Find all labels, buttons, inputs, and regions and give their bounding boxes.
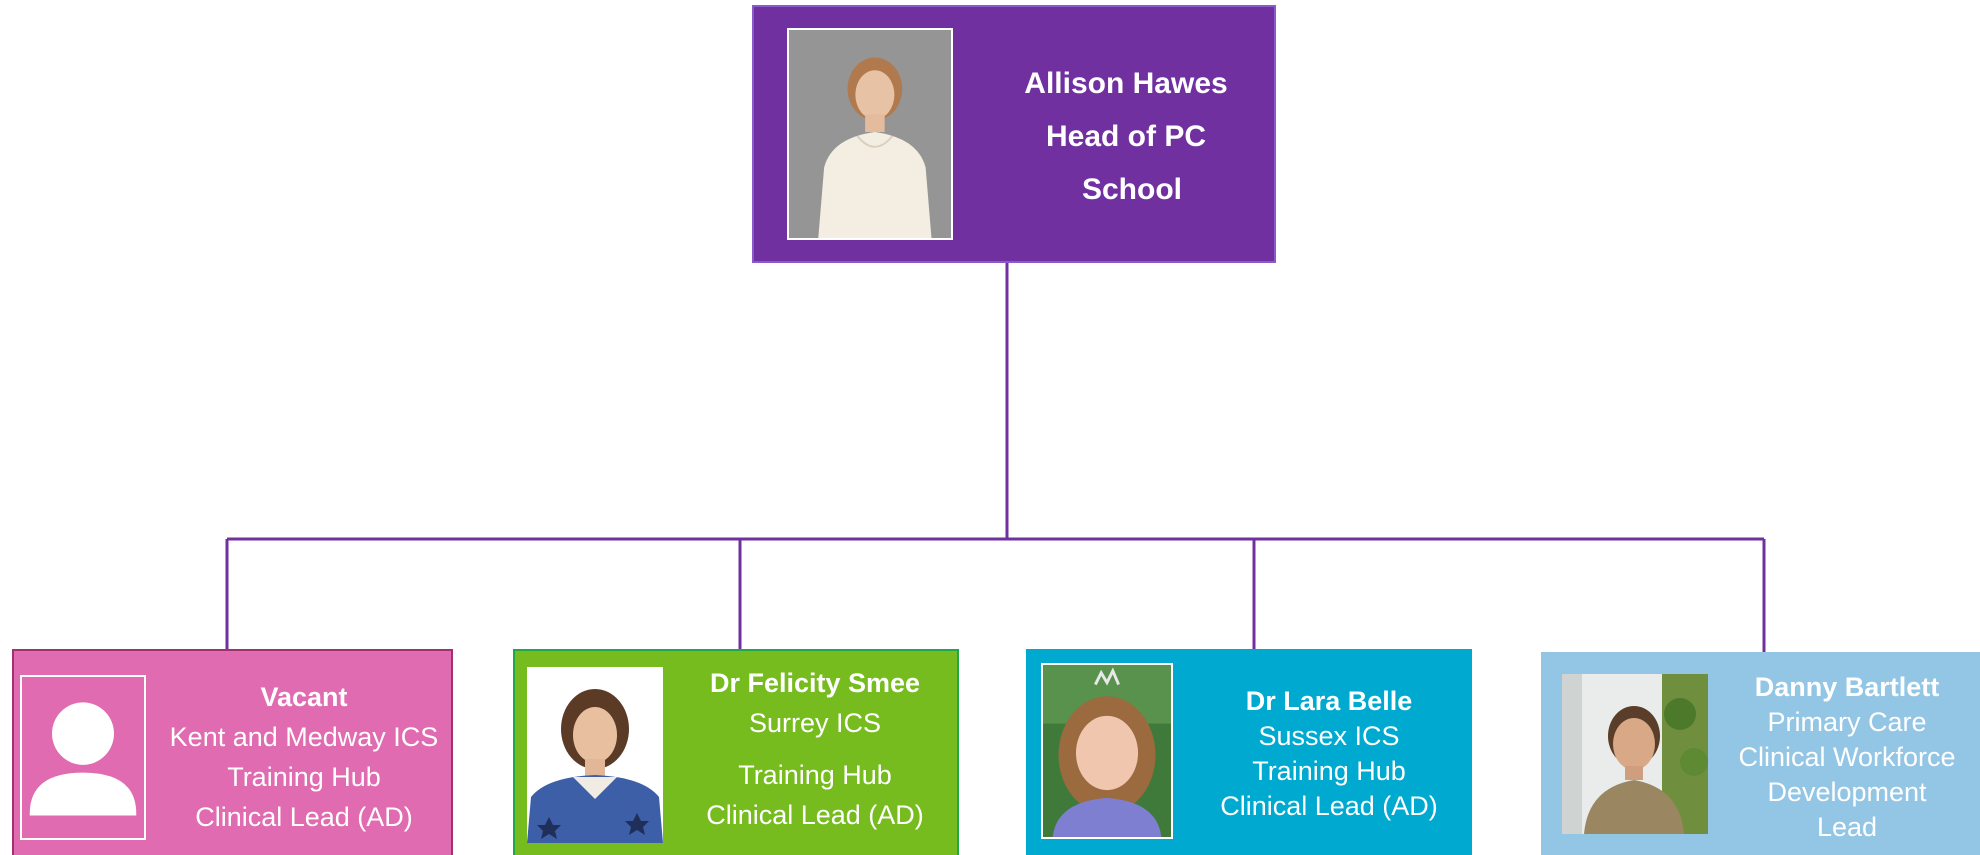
sussex-line-2: Training Hub [1252, 756, 1406, 786]
head-name: Allison Hawes [1024, 67, 1228, 100]
kent-name: Vacant [260, 682, 348, 712]
surrey-line-1: Surrey ICS [748, 708, 882, 738]
danny-text: Danny Bartlett Primary Care Clinical Wor… [1722, 670, 1972, 845]
kent-text: Vacant Kent and Medway ICS Training Hub … [144, 677, 464, 837]
danny-photo [1562, 674, 1708, 834]
danny-name: Danny Bartlett [1754, 672, 1940, 702]
report-card-kent: Vacant Kent and Medway ICS Training Hub … [12, 649, 453, 855]
surrey-name: Dr Felicity Smee [709, 668, 921, 698]
danny-line-3: Development [1767, 777, 1927, 807]
surrey-line-3: Clinical Lead (AD) [706, 800, 924, 830]
sussex-line-1: Sussex ICS [1258, 721, 1400, 751]
danny-line-1: Primary Care [1767, 707, 1927, 737]
danny-line-4: Lead [1816, 812, 1878, 842]
head-photo [787, 28, 953, 240]
report-card-sussex: Dr Lara Belle Sussex ICS Training Hub Cl… [1026, 649, 1472, 855]
head-role-line-2: School [1081, 173, 1182, 206]
head-role-line-1: Head of PC [1045, 120, 1207, 153]
kent-line-2: Training Hub [227, 762, 381, 792]
surrey-line-2: Training Hub [738, 760, 892, 790]
report-card-surrey: Dr Felicity Smee Surrey ICS Training Hub… [513, 649, 959, 855]
sussex-name: Dr Lara Belle [1245, 686, 1413, 716]
danny-line-2: Clinical Workforce [1738, 742, 1956, 772]
report-card-danny: Danny Bartlett Primary Care Clinical Wor… [1541, 652, 1980, 855]
kent-line-3: Clinical Lead (AD) [195, 802, 413, 832]
sussex-line-3: Clinical Lead (AD) [1220, 791, 1438, 821]
surrey-photo [527, 667, 663, 843]
sussex-text: Dr Lara Belle Sussex ICS Training Hub Cl… [1196, 684, 1462, 824]
surrey-text: Dr Felicity Smee Surrey ICS Training Hub… [675, 663, 955, 835]
head-text: Allison Hawes Head of PC School [990, 57, 1262, 216]
kent-line-1: Kent and Medway ICS [169, 722, 439, 752]
head-card: Allison Hawes Head of PC School [752, 5, 1276, 263]
sussex-photo [1041, 663, 1173, 839]
person-placeholder-icon [20, 675, 146, 840]
